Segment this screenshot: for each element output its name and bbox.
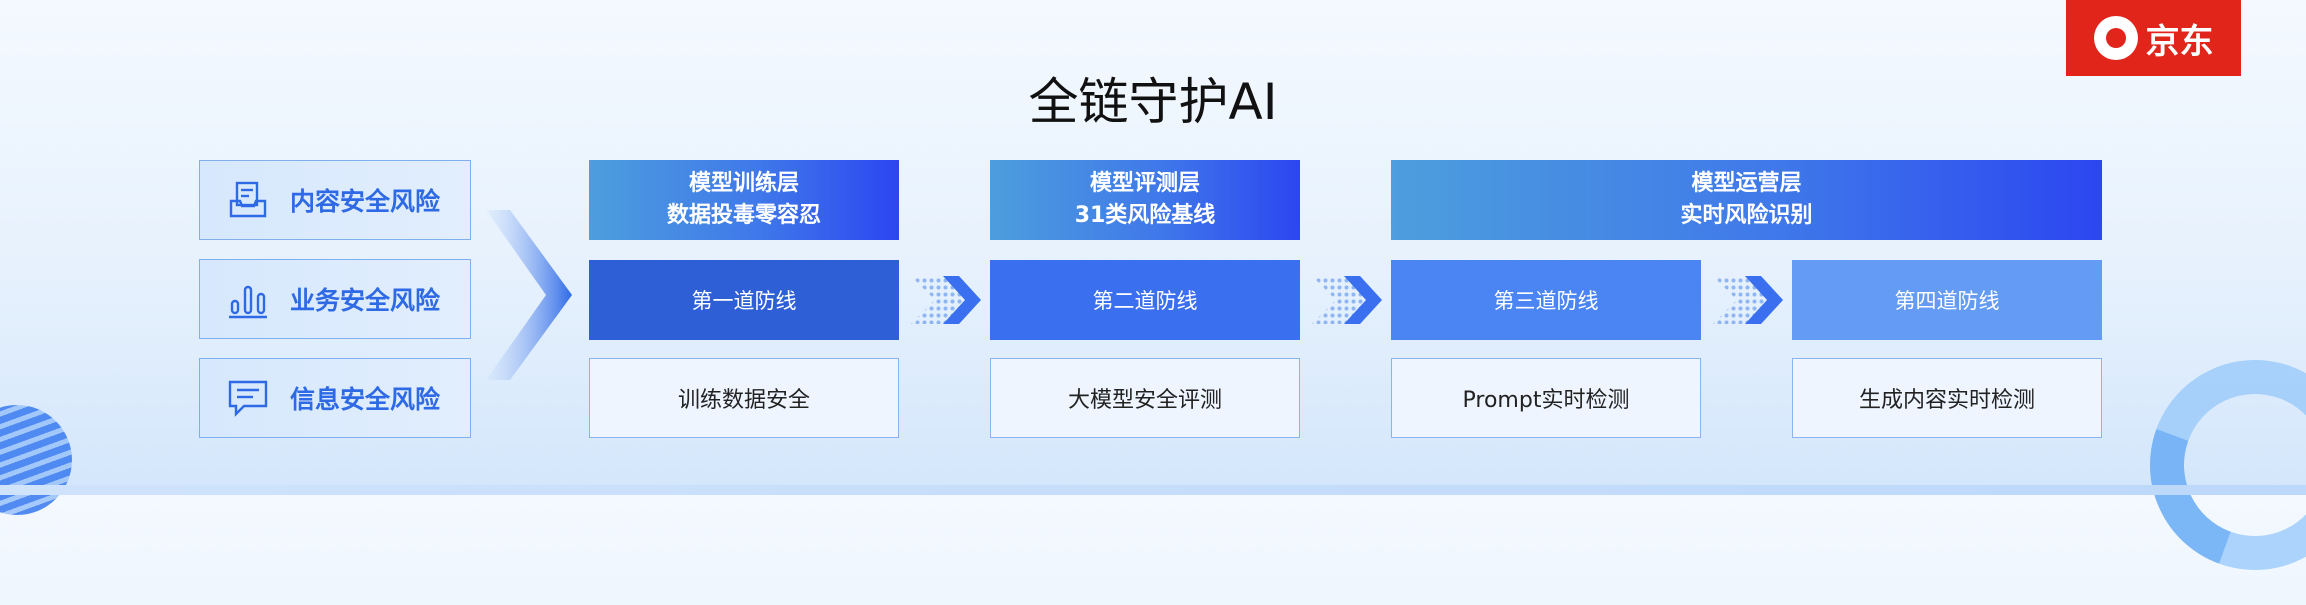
document-stack-icon: [229, 181, 267, 218]
layer-title: 模型训练层: [688, 171, 799, 196]
dotted-arrow-icon: [911, 276, 981, 324]
jd-dog-icon: [2093, 16, 2138, 60]
footer-band: [0, 485, 2306, 495]
layer-header-operation: 模型运营层 实时风险识别: [1391, 160, 2102, 240]
layer-title: 模型运营层: [1691, 171, 1802, 196]
risk-label: 信息安全风险: [290, 385, 441, 414]
layer-header-training: 模型训练层 数据投毒零容忍: [589, 160, 899, 240]
defense-line-2: 第二道防线: [990, 260, 1300, 340]
capability-box: 生成内容实时检测: [1792, 358, 2102, 438]
capability-box: 大模型安全评测: [990, 358, 1300, 438]
risk-card-business: 业务安全风险: [199, 259, 471, 339]
layer-header-evaluation: 模型评测层 31类风险基线: [990, 160, 1300, 240]
layer-subtitle: 数据投毒零容忍: [666, 203, 821, 228]
flow-chevron-icon: [486, 210, 572, 380]
decorative-ring: [2115, 325, 2306, 605]
layer-title: 模型评测层: [1089, 171, 1200, 196]
dotted-arrow-icon: [1312, 276, 1382, 324]
jd-logo: 京东: [2066, 0, 2241, 76]
capability-box: 训练数据安全: [589, 358, 899, 438]
page-title: 全链守护AI: [1028, 73, 1278, 131]
layer-subtitle: 31类风险基线: [1074, 203, 1216, 228]
bar-chart-icon: [229, 285, 267, 319]
risk-card-content: 内容安全风险: [199, 160, 471, 240]
decorative-sphere: [0, 405, 72, 515]
risk-card-information: 信息安全风险: [199, 358, 471, 438]
logo-text: 京东: [2145, 21, 2214, 62]
risk-label: 内容安全风险: [290, 187, 441, 216]
risk-label: 业务安全风险: [290, 286, 441, 315]
capability-box: Prompt实时检测: [1391, 358, 1701, 438]
dotted-arrow-icon: [1713, 276, 1783, 324]
chat-bubble-icon: [228, 380, 268, 417]
layer-subtitle: 实时风险识别: [1680, 203, 1813, 228]
defense-line-3: 第三道防线: [1391, 260, 1701, 340]
defense-line-4: 第四道防线: [1792, 260, 2102, 340]
defense-line-1: 第一道防线: [589, 260, 899, 340]
